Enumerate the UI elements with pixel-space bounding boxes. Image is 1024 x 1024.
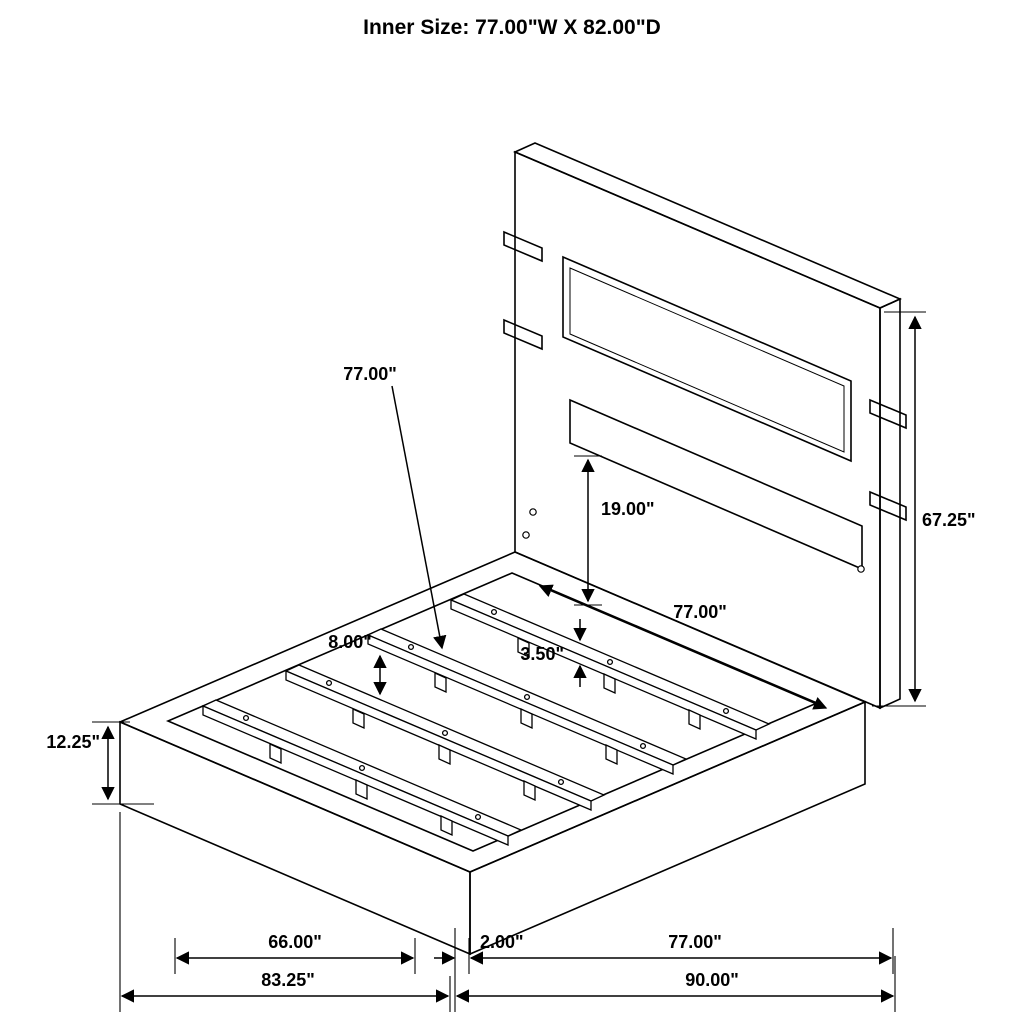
slat-foot xyxy=(352,707,365,730)
diagram-title: Inner Size: 77.00"W X 82.00"D xyxy=(363,16,661,39)
slat-foot xyxy=(605,743,618,766)
accent-block xyxy=(869,490,907,522)
dim-base-height-label: 12.25" xyxy=(46,732,100,752)
slat-foot xyxy=(355,778,368,801)
screw-dot xyxy=(242,714,250,722)
screw-dot xyxy=(639,742,647,750)
slat-edge xyxy=(202,705,509,846)
headboard-top-edge xyxy=(513,142,902,309)
headboard-light-band xyxy=(569,398,863,571)
accent-block xyxy=(503,318,543,351)
screw-dot xyxy=(358,764,366,772)
bolt-hole xyxy=(857,565,865,573)
slat-edge xyxy=(367,634,674,775)
dim-side-gap-label: 2.00" xyxy=(480,932,524,952)
dim-leader-slat-length xyxy=(391,385,447,650)
dim-slat-thickness-label: 3.50" xyxy=(520,644,564,664)
slat-foot xyxy=(523,779,536,802)
dim-headboard-clearance-label: 19.00" xyxy=(601,499,655,519)
headboard-upper-panel-inset xyxy=(569,267,845,453)
screw-dot xyxy=(441,729,449,737)
dim-slat-spacing-label: 8.00" xyxy=(328,632,372,652)
headboard-side-edge xyxy=(879,297,901,710)
screw-dot xyxy=(490,608,498,616)
slat-foot xyxy=(438,743,451,766)
dim-overall-width-label: 90.00" xyxy=(685,970,739,990)
bolt-hole xyxy=(529,508,537,516)
slat-foot xyxy=(269,742,282,765)
screw-dot xyxy=(474,813,482,821)
slat-foot xyxy=(517,636,530,659)
dim-overall-depth-label: 83.25" xyxy=(261,970,315,990)
screw-dot xyxy=(407,643,415,651)
screw-dot xyxy=(325,679,333,687)
dim-inner-width-label: 77.00" xyxy=(673,602,727,622)
slat-foot xyxy=(520,707,533,730)
dim-footboard-width-label: 77.00" xyxy=(668,932,722,952)
screw-dot xyxy=(557,778,565,786)
slat-foot xyxy=(434,671,447,694)
screw-dot xyxy=(722,707,730,715)
dim-inner-depth-label: 66.00" xyxy=(268,932,322,952)
headboard xyxy=(503,142,907,710)
bolt-hole xyxy=(522,531,530,539)
headboard-upper-panel xyxy=(562,255,852,463)
slat-foot xyxy=(440,814,453,837)
dim-inner-width xyxy=(538,584,828,710)
slat-foot xyxy=(688,708,701,731)
dim-slat-length-label: 77.00" xyxy=(343,364,397,384)
accent-block xyxy=(503,230,543,263)
screw-dot xyxy=(606,658,614,666)
accent-block xyxy=(869,398,907,430)
slat-edge xyxy=(285,670,592,811)
dim-headboard-height-label: 67.25" xyxy=(922,510,976,530)
dimensions: 77.00" 19.00" 67.25" 77.00" 3.50" 8.00" xyxy=(46,311,976,1012)
screw-dot xyxy=(523,693,531,701)
